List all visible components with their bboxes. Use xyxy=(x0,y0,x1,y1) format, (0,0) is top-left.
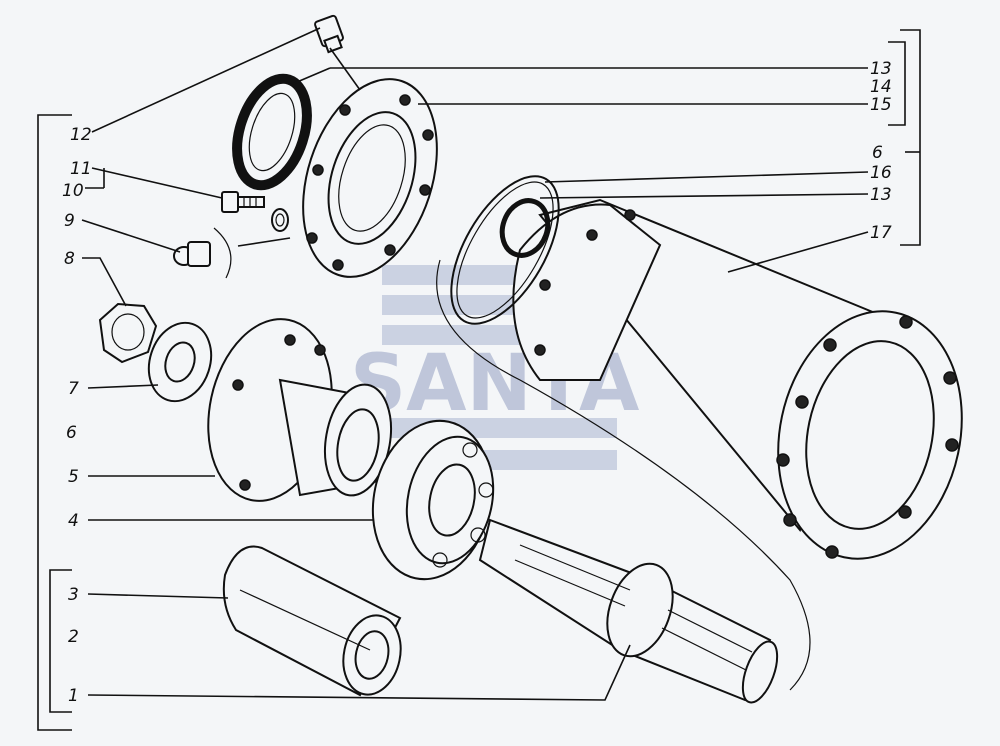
part-8-nut xyxy=(98,302,158,364)
part-3-sleeve xyxy=(222,545,402,697)
callout-16: 16 xyxy=(870,163,892,183)
callout-11: 11 xyxy=(70,159,92,179)
callout-2: 2 xyxy=(68,627,79,647)
callout-6-right: 6 xyxy=(872,143,883,163)
callout-7: 7 xyxy=(68,379,79,399)
callout-3: 3 xyxy=(68,585,79,605)
part-4-bearing xyxy=(371,419,495,581)
part-11-bolt xyxy=(221,191,265,213)
callout-labels: 12 11 10 9 8 7 6 5 4 3 2 1 13 14 15 6 16… xyxy=(62,59,892,706)
part-13-ring-lower xyxy=(499,198,551,258)
callout-13-lower: 13 xyxy=(870,185,892,205)
part-10-washer xyxy=(271,208,289,232)
callout-6-left: 6 xyxy=(66,423,77,443)
part-14-seal xyxy=(232,73,312,191)
assembly-arc xyxy=(436,259,811,691)
callout-9: 9 xyxy=(64,211,75,231)
part-16-ring xyxy=(450,175,560,325)
callout-15: 15 xyxy=(870,95,892,115)
callout-leaders xyxy=(37,27,921,731)
callout-12: 12 xyxy=(70,125,92,145)
part-15-flange xyxy=(302,78,438,278)
part-5-coupling xyxy=(207,318,392,502)
callout-1: 1 xyxy=(68,686,79,706)
callout-13-top: 13 xyxy=(870,59,892,79)
callout-8: 8 xyxy=(64,249,75,269)
part-7-washer xyxy=(147,321,213,403)
callout-14: 14 xyxy=(870,77,892,97)
part-1-shaft xyxy=(478,518,779,704)
callout-17: 17 xyxy=(870,223,892,243)
part-9-nipple xyxy=(173,227,232,279)
callout-5: 5 xyxy=(68,467,79,487)
part-17-housing xyxy=(512,198,963,560)
part-12-fitting xyxy=(314,14,344,54)
callout-4: 4 xyxy=(68,511,79,531)
callout-10: 10 xyxy=(62,181,84,201)
